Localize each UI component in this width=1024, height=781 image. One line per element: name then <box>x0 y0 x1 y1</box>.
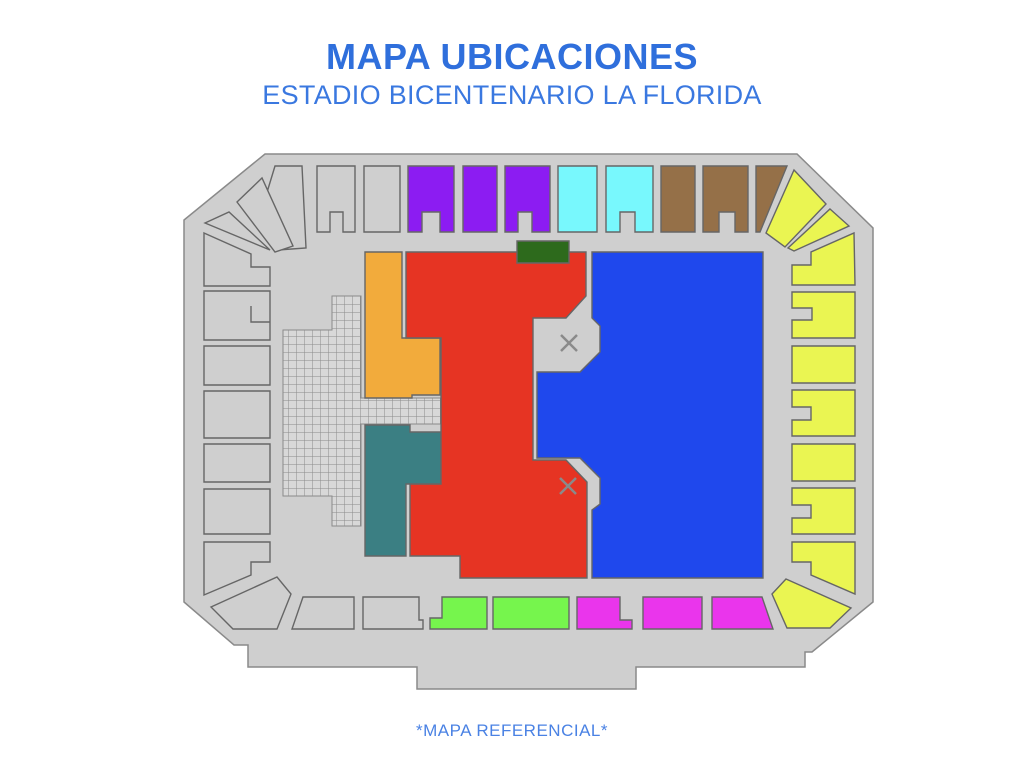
section-purple-2[interactable] <box>462 165 498 233</box>
red-floor-zone[interactable] <box>405 251 588 579</box>
section-yellow-6[interactable] <box>791 389 856 437</box>
reference-map-note: *MAPA REFERENCIAL* <box>416 721 608 740</box>
x-marker-upper <box>560 334 578 352</box>
section-west-grey-8[interactable] <box>203 541 271 597</box>
section-yellow-1[interactable] <box>765 168 827 248</box>
section-yellow-9[interactable] <box>791 541 856 596</box>
section-light-green-2[interactable] <box>492 596 570 630</box>
section-west-grey-3[interactable] <box>203 290 271 341</box>
section-west-grey-1[interactable] <box>203 211 271 251</box>
section-yellow-5[interactable] <box>791 345 856 384</box>
section-yellow-3[interactable] <box>791 231 856 286</box>
section-west-grey-5[interactable] <box>203 390 271 439</box>
section-north-grey-2[interactable] <box>236 176 294 253</box>
section-yellow-2[interactable] <box>786 208 851 252</box>
section-west-grey-6[interactable] <box>203 443 271 483</box>
section-yellow-10[interactable] <box>771 578 853 629</box>
orange-zone[interactable] <box>364 251 441 399</box>
section-yellow-8[interactable] <box>791 487 856 535</box>
section-south-grey-2[interactable] <box>362 596 424 630</box>
section-cyan-1[interactable] <box>557 165 598 233</box>
section-magenta-1[interactable] <box>576 596 633 630</box>
section-west-grey-4[interactable] <box>203 345 271 386</box>
blue-floor-zone[interactable] <box>536 251 764 579</box>
section-brown-1[interactable] <box>660 165 696 233</box>
section-yellow-4[interactable] <box>791 291 856 339</box>
section-south-grey-1[interactable] <box>291 596 355 630</box>
section-west-grey-2[interactable] <box>203 231 271 287</box>
x-marker-lower <box>559 477 577 495</box>
section-magenta-3[interactable] <box>711 596 774 630</box>
section-north-grey-3[interactable] <box>316 165 356 233</box>
section-west-grey-7[interactable] <box>203 488 271 535</box>
section-purple-1[interactable] <box>407 165 455 233</box>
stage-grid <box>282 295 442 527</box>
section-north-grey-4[interactable] <box>363 165 401 233</box>
section-light-green-1[interactable] <box>429 596 488 630</box>
section-west-grey-9[interactable] <box>209 576 292 630</box>
section-magenta-2[interactable] <box>642 596 703 630</box>
section-yellow-7[interactable] <box>791 443 856 482</box>
section-brown-3[interactable] <box>755 165 789 233</box>
venue-subtitle: ESTADIO BICENTENARIO LA FLORIDA <box>262 80 762 110</box>
section-purple-3[interactable] <box>504 165 551 233</box>
page-title: MAPA UBICACIONES <box>325 36 698 77</box>
section-brown-2[interactable] <box>702 165 749 233</box>
dark-green-zone[interactable] <box>516 240 570 264</box>
section-cyan-2[interactable] <box>605 165 654 233</box>
